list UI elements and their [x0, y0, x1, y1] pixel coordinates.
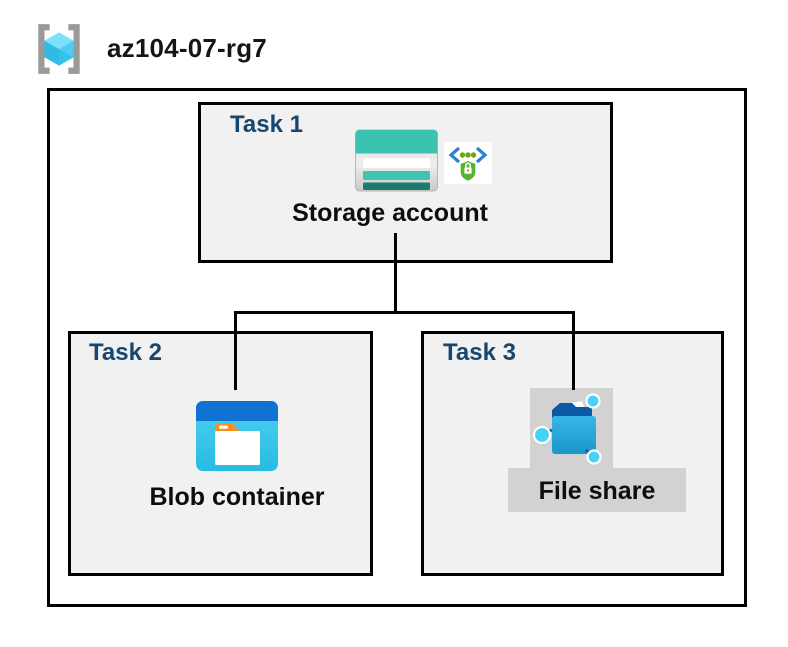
- file-share-label-background: [508, 468, 686, 512]
- resource-group-icon: [38, 24, 80, 74]
- connector-fileshare-drop: [572, 311, 575, 390]
- storage-account-label: Storage account: [292, 199, 488, 227]
- task-2-label: Task 2: [89, 339, 162, 366]
- resource-group-title: az104-07-rg7: [107, 33, 267, 63]
- connector-horizontal: [234, 311, 575, 314]
- shared-access-signature-icon: [444, 142, 492, 184]
- task-3-label: Task 3: [443, 339, 516, 366]
- blob-container-label: Blob container: [149, 483, 325, 511]
- blob-container-icon: [196, 401, 278, 471]
- resource-group-header: az104-07-rg7: [0, 0, 788, 88]
- connector-storage-stem: [394, 233, 397, 313]
- task-1-label: Task 1: [230, 111, 303, 138]
- file-share-label: File share: [538, 477, 656, 505]
- file-share-icon: [532, 393, 602, 465]
- connector-blob-drop: [234, 311, 237, 390]
- storage-account-icon: [355, 129, 438, 192]
